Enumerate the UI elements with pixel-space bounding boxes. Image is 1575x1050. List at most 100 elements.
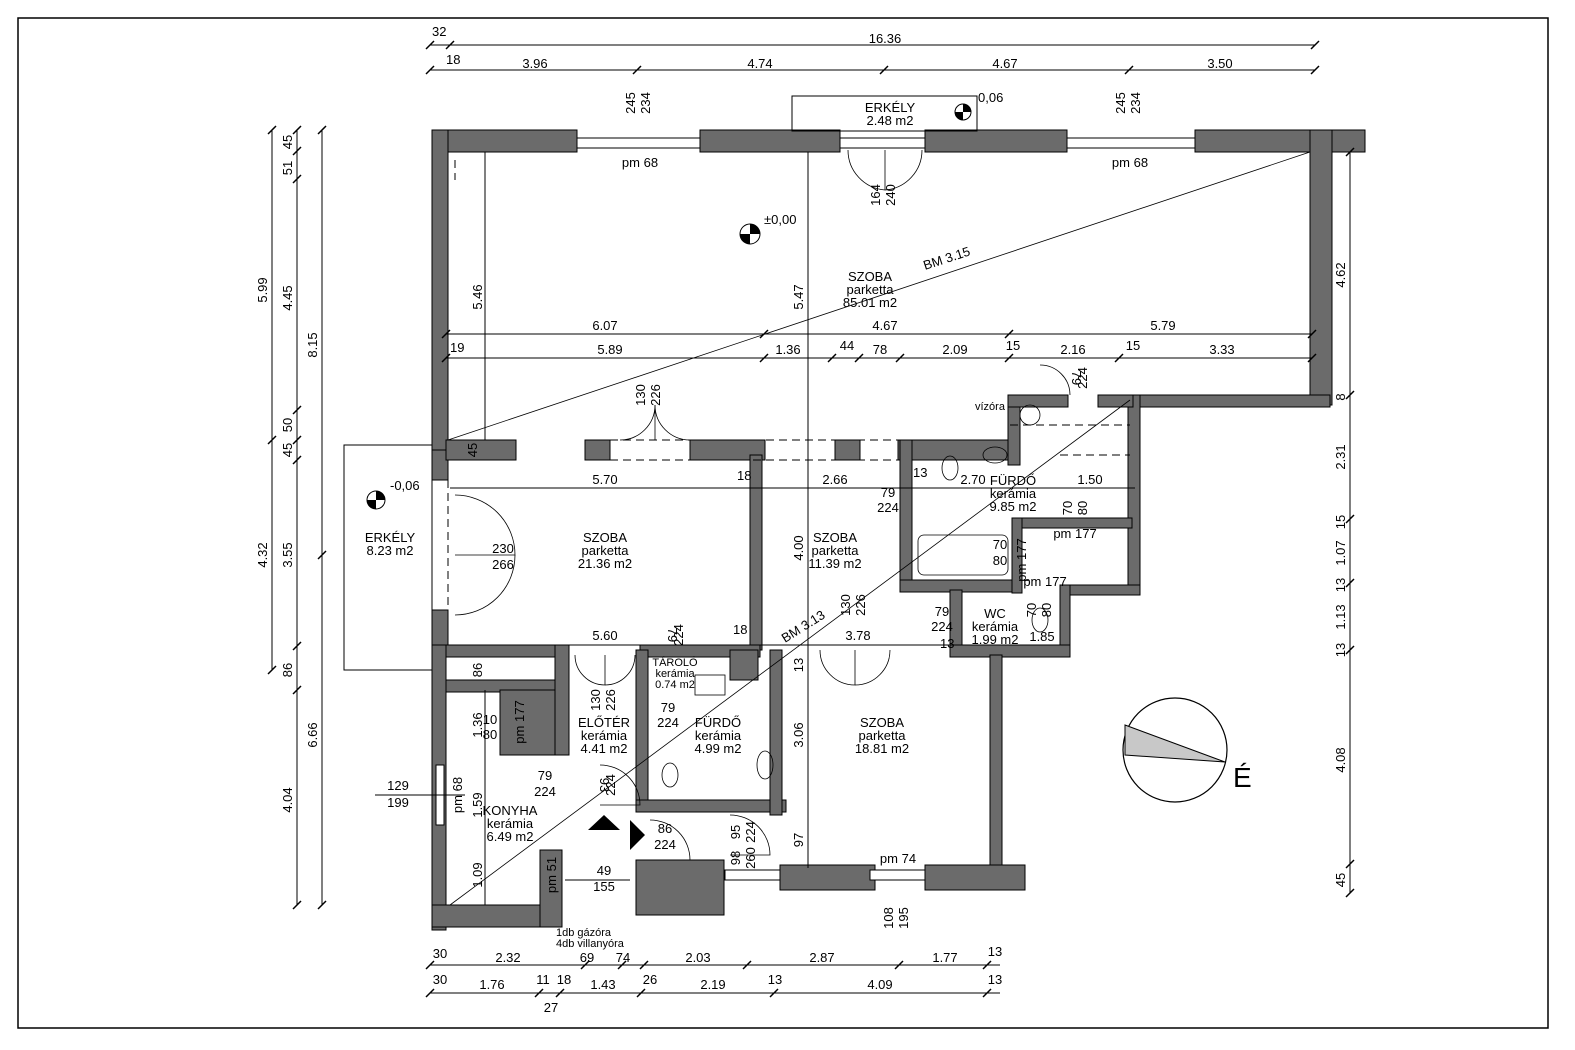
opening-text: 79 [1069,371,1084,385]
drawing-frame [17,17,1549,1029]
dim-text: 4.09 [867,977,892,992]
opening-text: pm 68 [622,155,658,170]
note-electric: 4db villanyóra [556,938,625,950]
level-balcony-top: 0,06 [978,90,1003,105]
opening-text: 130 [588,689,603,711]
room-7-name: WC [984,606,1006,621]
dim-text: 44 [840,338,854,353]
room-6-floor: kerámia [695,728,742,743]
dim-text: 3.06 [791,722,806,747]
bm-line-top [447,151,1311,441]
opening-text: 245 [623,92,638,114]
wall-top-1 [431,129,578,153]
door-swings [454,149,1071,861]
opening-text: 49 [597,863,611,878]
bathtub [917,534,1009,576]
room-4-area: 18.81 m2 [855,741,909,756]
room-2-name: SZOBA [583,530,627,545]
opening-text: 224 [743,821,758,843]
window-bottom-2 [724,869,781,881]
wall-right-upper [1309,129,1333,406]
level-main: ±0,00 [764,212,796,227]
opening-text: 164 [868,184,883,206]
dimension-ticks [267,40,1355,998]
balcony-top-name: ERKÉLY [865,100,916,115]
opening-text: 79 [665,628,680,642]
wall-left-upper [431,129,449,451]
wall-right-step [1129,394,1331,408]
dim-text: 74 [616,950,630,965]
dim-text: 32 [432,24,446,39]
opening-text: 195 [896,907,911,929]
opening-text: 130 [633,384,648,406]
dim-text: 18 [733,622,747,637]
opening-text: 93 [597,778,612,792]
dim-text: 5.79 [1150,318,1175,333]
wall-int-6c [1097,394,1134,408]
room-7-area: 1.99 m2 [972,632,1019,647]
dim-text: 15 [1333,515,1348,529]
dim-text: 1.09 [470,862,485,887]
dim-text: 4.04 [280,787,295,812]
dim-text: 69 [580,950,594,965]
dim-text: 6.07 [592,318,617,333]
window-top-1 [576,137,701,149]
dim-text: 45 [280,135,295,149]
bm-top: BM 3.15 [921,244,972,273]
wall-bath-left [899,439,913,591]
sink-2 [756,750,774,780]
sink [982,446,1008,464]
dim-text: 2.70 [960,472,985,487]
room-7-floor: kerámia [972,619,1019,634]
wall-top-4 [1194,129,1366,153]
dim-text: 97 [791,833,806,847]
opening-text: 226 [648,384,663,406]
wall-int-1 [445,439,517,461]
dim-text: 18 [446,52,460,67]
dim-text: 2.09 [942,342,967,357]
opening-text: 70 [993,537,1007,552]
room-2-floor: parketta [582,543,630,558]
room-3-area: 11.39 m2 [808,556,861,571]
dim-text: 15 [1006,338,1020,353]
opening-text: pm 177 [1014,538,1029,581]
opening-text: 260 [743,847,758,869]
dim-text: 1.76 [479,977,504,992]
wall-int-5 [897,439,1019,461]
wall-bath2-right [769,649,783,816]
dim-text: 2.16 [1060,342,1085,357]
entrance-arrow [588,815,620,830]
opening-dims: 245 234 245 234 164 240 130 226 130 226 … [387,92,1148,929]
opening-text: pm 177 [512,700,527,743]
balcony-top-area: 2.48 m2 [867,113,914,128]
opening-text: 79 [935,604,949,619]
dim-text: 13 [988,944,1002,959]
wall-left-mid2 [431,609,449,646]
opening-text: 10 [483,712,497,727]
fixtures [661,404,1049,788]
opening-text: 86 [658,821,672,836]
dim-text: 13 [1333,578,1348,592]
dim-text: 5.60 [592,628,617,643]
dim-text: 45 [465,443,480,457]
bm-line-bottom [449,399,1131,906]
wall-low-1 [445,644,567,658]
opening-text: pm 68 [1112,155,1148,170]
level-markers [366,103,972,510]
dim-text: 11 [536,972,550,987]
wall-top-2 [699,129,841,153]
dim-text: 13 [940,636,954,651]
opening-text: 108 [881,907,896,929]
dim-text: 4.74 [747,56,772,71]
room-5-floor: kerámia [990,486,1037,501]
opening-text: pm 51 [544,857,559,893]
dim-text: 5.70 [592,472,617,487]
dim-text: 13 [1333,643,1348,657]
dim-text: 2.19 [700,977,725,992]
dim-text: 4.45 [280,285,295,310]
opening-text: 224 [931,619,953,634]
wall-storage [729,649,759,681]
dim-text: 1.07 [1333,540,1348,565]
opening-text: 80 [1075,501,1090,515]
dim-text: 2.66 [822,472,847,487]
